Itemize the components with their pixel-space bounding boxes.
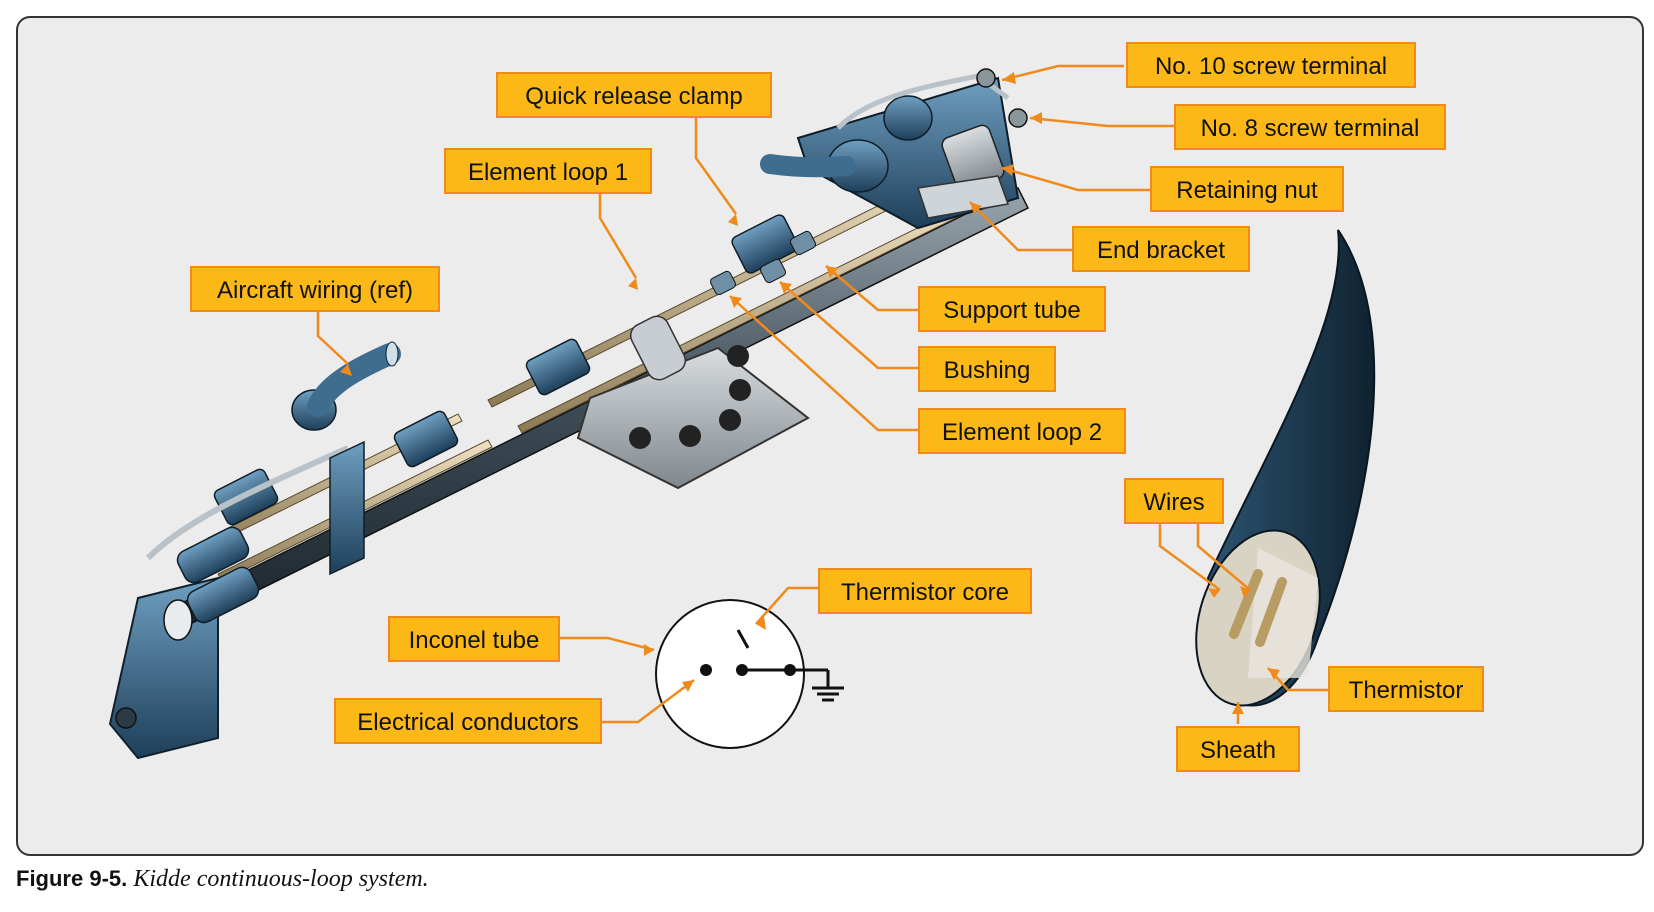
label-quick-release-clamp: Quick release clamp	[496, 72, 772, 118]
kidde-loop-illustration	[108, 64, 1376, 760]
label-wires: Wires	[1124, 478, 1224, 524]
bushing	[759, 258, 787, 284]
figure-number: Figure 9-5.	[16, 866, 128, 891]
conductor-wire	[1255, 577, 1287, 647]
conductor-wire	[1229, 569, 1263, 639]
label-no8-screw-terminal: No. 8 screw terminal	[1174, 104, 1446, 150]
label-inconel-tube: Inconel tube	[388, 616, 560, 662]
bushing	[789, 230, 817, 256]
label-end-bracket: End bracket	[1072, 226, 1250, 272]
aircraft-wiring-cable-end	[385, 341, 399, 367]
electrical-conductor-dot	[700, 664, 712, 676]
label-retaining-nut: Retaining nut	[1150, 166, 1344, 212]
inconel-tube-circle	[655, 599, 805, 749]
label-aircraft-wiring: Aircraft wiring (ref)	[190, 266, 440, 312]
right-wiring-harness	[836, 73, 1010, 130]
plate-bolt-icon	[727, 345, 749, 367]
left-wiring-harness	[145, 445, 350, 561]
center-mount-plate	[576, 346, 810, 490]
plate-bolt-icon	[729, 379, 751, 401]
screw-terminal-no10-icon	[976, 68, 996, 88]
label-electrical-conductors: Electrical conductors	[334, 698, 602, 744]
thermistor-fill	[1248, 548, 1318, 678]
plate-bolt-icon	[719, 409, 741, 431]
right-wiring-cable	[760, 154, 856, 178]
plate-bolt-icon	[629, 427, 651, 449]
leader-lines	[316, 64, 1328, 724]
figure-title: Kidde continuous-loop system.	[133, 866, 429, 892]
thermistor-core-switch	[736, 629, 750, 649]
bushing	[709, 270, 737, 296]
label-element-loop-1: Element loop 1	[444, 148, 652, 194]
plate-bolt-icon	[679, 425, 701, 447]
support-band	[629, 315, 687, 381]
label-element-loop-2: Element loop 2	[918, 408, 1126, 454]
left-end-fitting	[186, 566, 260, 624]
label-thermistor-core: Thermistor core	[818, 568, 1032, 614]
label-sheath: Sheath	[1176, 726, 1300, 772]
bracket-bolt-icon	[115, 707, 137, 729]
end-bracket-flange	[917, 175, 1010, 219]
diagram-frame: No. 10 screw terminal No. 8 screw termin…	[16, 16, 1644, 856]
figure-caption: Figure 9-5. Kidde continuous-loop system…	[16, 866, 429, 893]
end-fitting-cylinder	[883, 95, 933, 141]
label-no10-screw-terminal: No. 10 screw terminal	[1126, 42, 1416, 88]
clamp-block	[393, 410, 459, 468]
left-end-fitting	[176, 526, 250, 584]
label-bushing: Bushing	[918, 346, 1056, 392]
label-thermistor: Thermistor	[1328, 666, 1484, 712]
screw-terminal-no8-icon	[1008, 108, 1028, 128]
label-support-tube: Support tube	[918, 286, 1106, 332]
junction-dot	[784, 664, 796, 676]
left-bracket-post	[329, 440, 365, 576]
leader-arrowheads	[340, 72, 1280, 714]
clamp-block	[525, 338, 591, 396]
aircraft-wiring-cable	[307, 343, 401, 417]
support-tube-end	[163, 599, 193, 641]
